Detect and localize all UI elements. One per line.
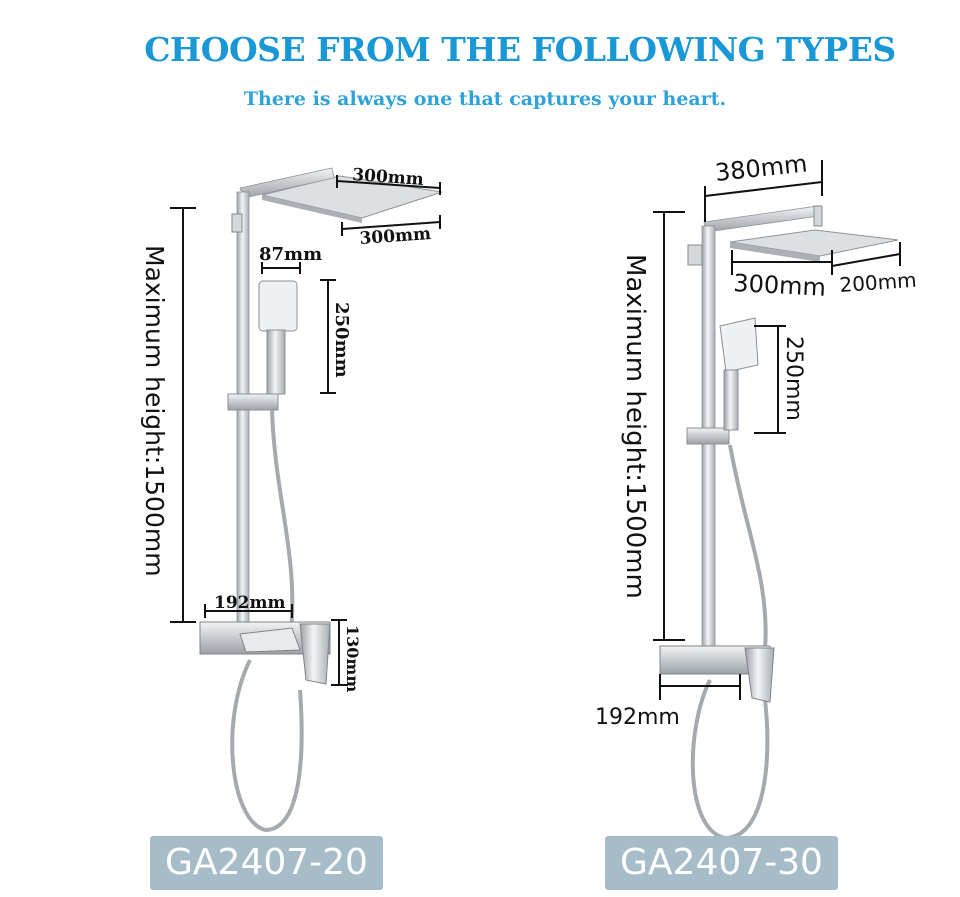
model-badge-ga2407-30: GA2407-30 (605, 836, 838, 890)
product-ga2407-30: 380mm 300mm 200mm 250mm Maximum height:1… (480, 0, 960, 897)
dim-arm-length: 380mm (714, 149, 809, 187)
dim-head-width: 300mm (733, 269, 827, 302)
dim-mixer-height: 130mm (343, 625, 362, 692)
model-badge-ga2407-20: GA2407-20 (150, 836, 383, 890)
dim-handshower-width: 87mm (259, 244, 322, 265)
page-title: CHOOSE FROM THE FOLLOWING TYPES (144, 30, 896, 69)
product-ga2407-20: 300mm 300mm 87mm 250mm Maximum height:15… (140, 165, 443, 890)
shower-drawing-ga2407-20: 300mm 300mm 87mm 250mm Maximum height:15… (140, 165, 443, 833)
dim-max-height: Maximum height:1500mm (140, 245, 169, 577)
dim-head-width: 300mm (352, 165, 425, 190)
shower-drawing-ga2407-30: 380mm 300mm 200mm 250mm Maximum height:1… (595, 149, 918, 841)
dim-handshower-length: 250mm (781, 336, 806, 421)
dim-max-height: Maximum height:1500mm (620, 254, 650, 599)
dim-handshower-length: 250mm (331, 302, 352, 378)
dim-head-depth: 200mm (839, 268, 918, 297)
page-subtitle: There is always one that captures your h… (243, 88, 727, 110)
dim-mixer-width: 192mm (595, 705, 680, 730)
dim-mixer-width: 192mm (214, 593, 285, 613)
dim-head-depth: 300mm (359, 224, 432, 249)
